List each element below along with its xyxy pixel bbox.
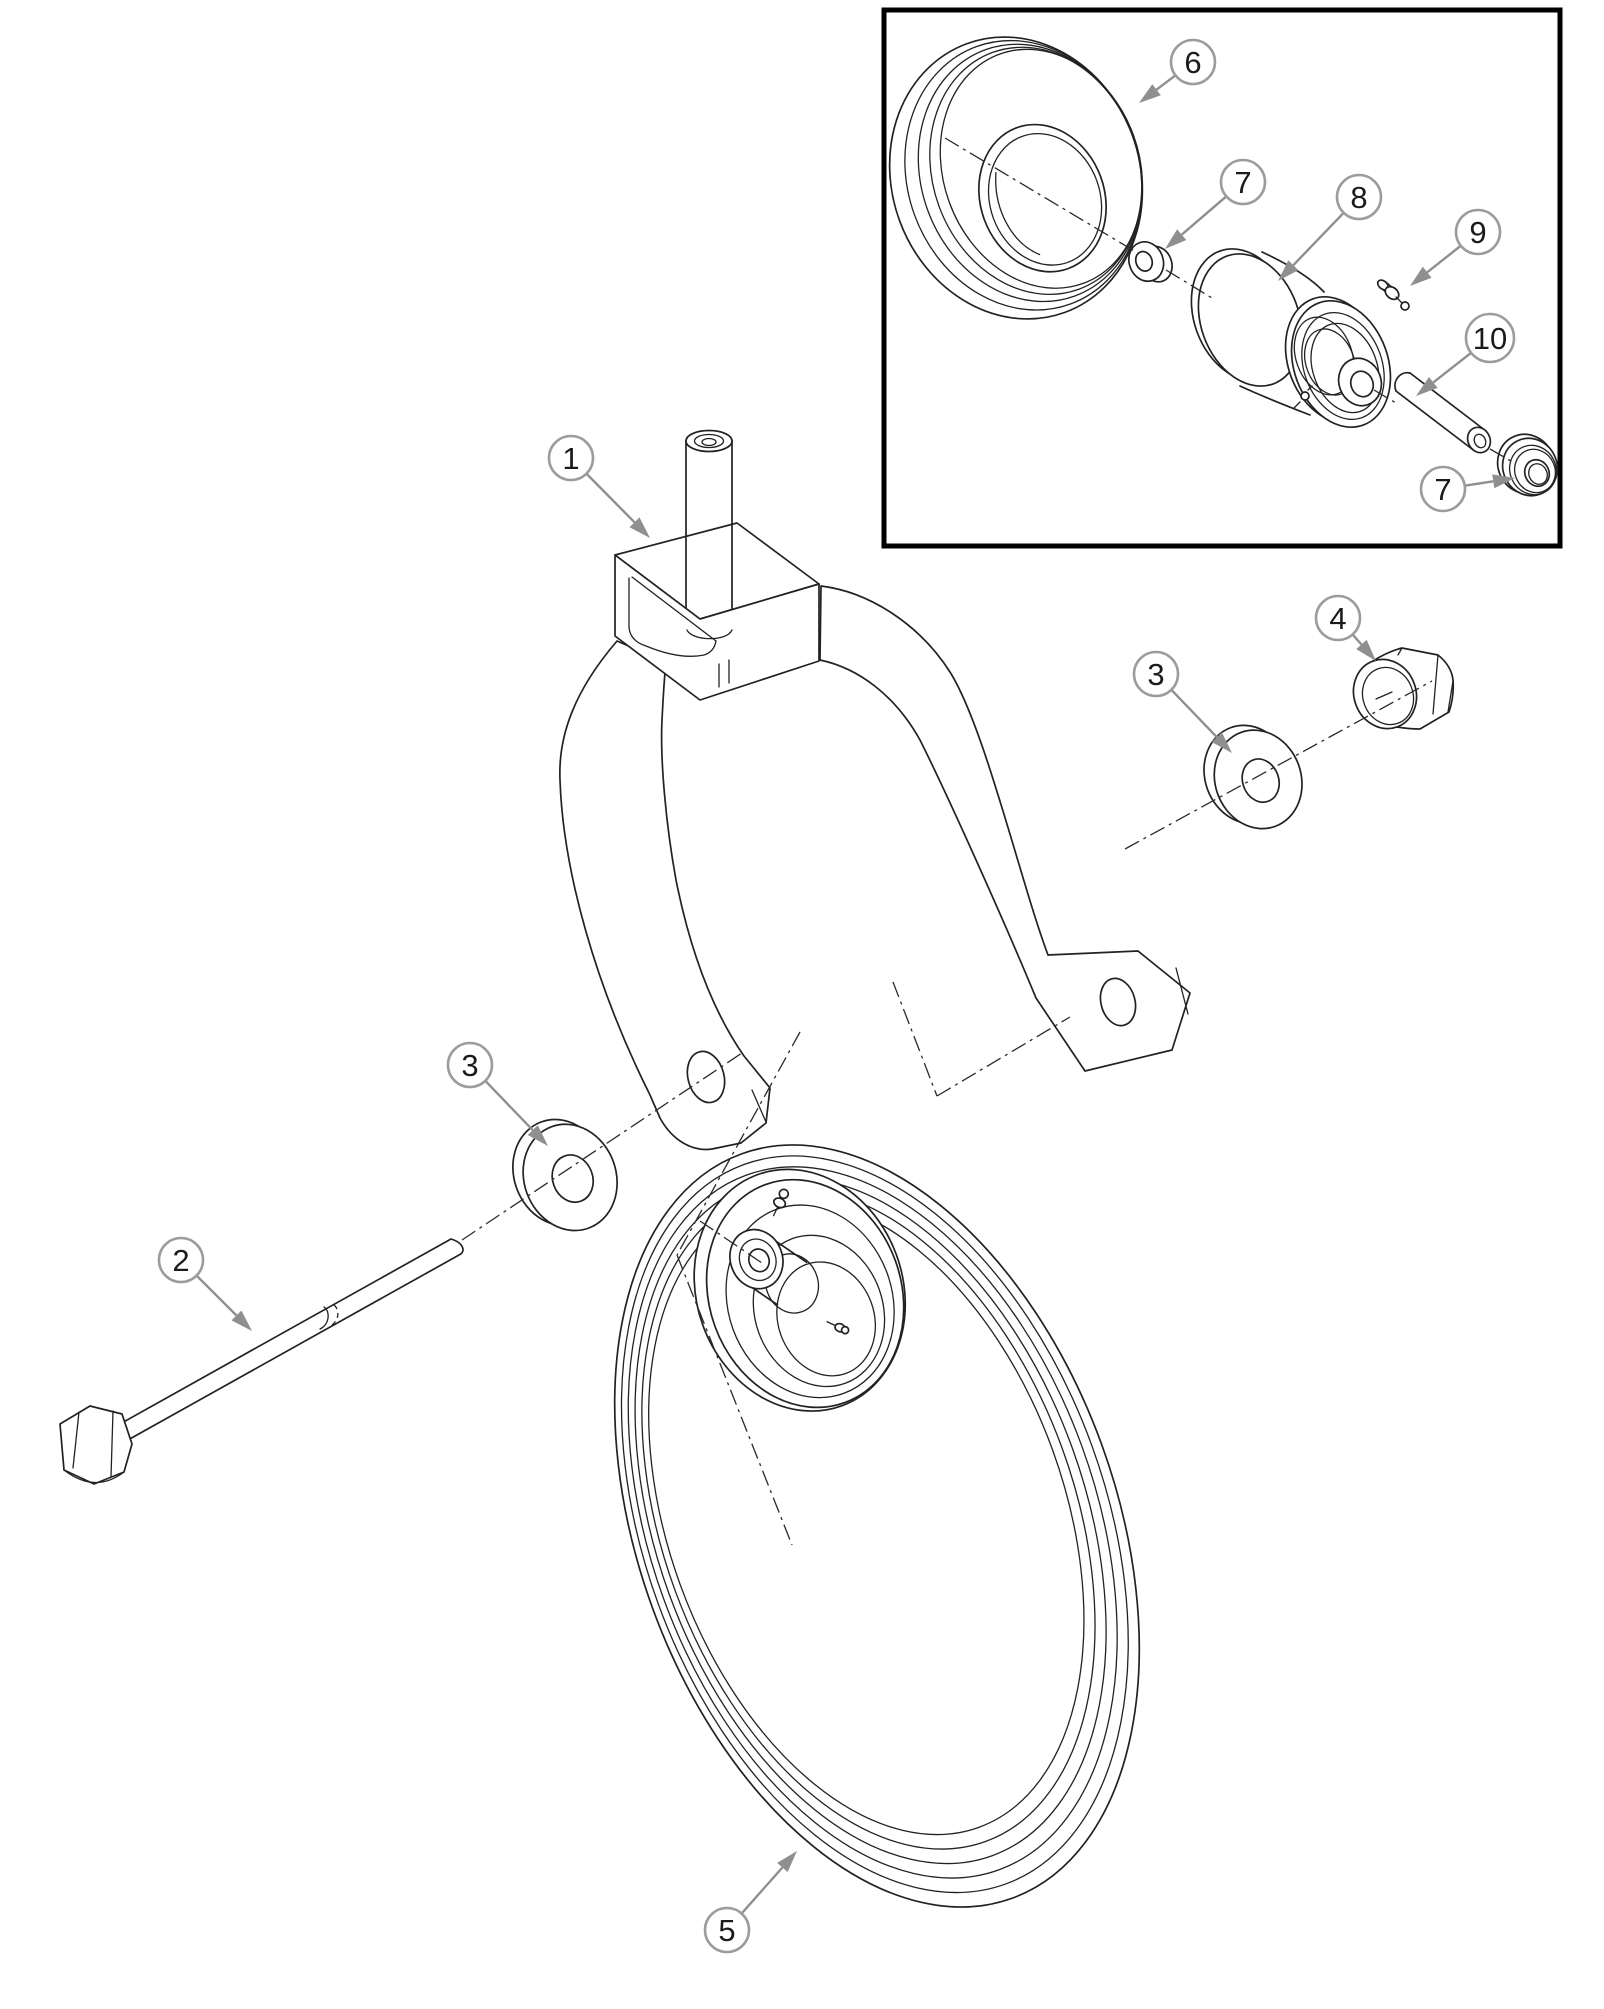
inset-bearing-left-drawing: [1127, 241, 1173, 283]
callout-7-inner-bubble: [1219, 158, 1267, 206]
callout-9-arrow: [1410, 266, 1432, 286]
callout-9-bubble: [1454, 208, 1502, 256]
wheel-guide-right: [892, 981, 1071, 1097]
callout-3-left-arrow: [527, 1125, 548, 1146]
callout-4-number: 4: [1329, 601, 1346, 636]
inset-hub-drawing: [1190, 248, 1392, 429]
callout-9: 9: [1410, 208, 1502, 286]
callout-10-bubble: [1464, 312, 1516, 364]
flat-washer-left-drawing: [512, 1118, 618, 1232]
fork-right-arm: [819, 585, 1191, 1072]
callout-2-number: 2: [172, 1243, 189, 1278]
callout-7-inner-number: 7: [1234, 165, 1251, 200]
hex-bolt-drawing: [59, 1238, 464, 1485]
callout-7-outer-number: 7: [1434, 472, 1451, 507]
inset-axis-segment: [944, 137, 1137, 253]
callout-7-inner-arrow: [1165, 229, 1187, 249]
inset-grease-fitting-drawing: [1376, 279, 1410, 311]
callout-6-bubble: [1169, 38, 1217, 86]
wheel-valve-stem: [826, 1321, 850, 1335]
bolt-head: [59, 1405, 133, 1485]
hub-inner-zerk: [1300, 391, 1310, 401]
inset-panel: [881, 7, 1563, 549]
callout-7-outer: 7: [1419, 465, 1515, 513]
callout-10: 10: [1416, 312, 1516, 396]
callout-5: 5: [703, 1851, 797, 1954]
callout-9-number: 9: [1469, 215, 1486, 250]
callout-3-right: 3: [1132, 650, 1232, 753]
bolt-shaft: [110, 1238, 464, 1446]
callout-3-left: 3: [446, 1041, 548, 1146]
callout-8: 8: [1278, 173, 1383, 281]
callout-4: 4: [1314, 594, 1376, 661]
wheel-guide-left: [676, 1031, 801, 1546]
callout-3-right-arrow: [1211, 732, 1232, 753]
callout-1-number: 1: [562, 441, 579, 476]
callout-10-number: 10: [1473, 321, 1507, 356]
axle-stub-axis: [699, 1220, 763, 1264]
callouts: 1 2 3 3 4 5 6: [157, 38, 1516, 1954]
tire-bore: [977, 123, 1107, 273]
callout-8-bubble: [1335, 173, 1383, 221]
callout-1-bubble: [547, 434, 595, 482]
callout-2: 2: [157, 1236, 252, 1331]
callout-8-arrow: [1278, 260, 1299, 281]
wheel-tire-drawing: [613, 1144, 1141, 1908]
callout-6-number: 6: [1184, 45, 1201, 80]
callout-2-arrow: [231, 1310, 252, 1331]
callout-7-outer-bubble: [1419, 465, 1467, 513]
callout-7-inner: 7: [1165, 158, 1267, 249]
callout-2-bubble: [157, 1236, 205, 1284]
callout-8-number: 8: [1350, 180, 1367, 215]
bolt-axis: [461, 1052, 743, 1241]
fork-left-arm: [559, 640, 771, 1151]
callout-4-bubble: [1314, 594, 1362, 642]
callout-5-arrow: [777, 1851, 797, 1873]
wheel-tire-outline: [613, 1144, 1141, 1908]
callout-5-number: 5: [718, 1913, 735, 1948]
callout-6: 6: [1139, 38, 1217, 103]
callout-7-outer-arrow: [1492, 474, 1515, 489]
inset-spacer-drawing: [1394, 371, 1492, 454]
callout-4-arrow: [1356, 639, 1376, 661]
fork-yoke-drawing: [559, 429, 1191, 1151]
callout-1: 1: [547, 434, 650, 538]
callout-10-arrow: [1416, 377, 1438, 396]
callout-1-arrow: [629, 517, 650, 538]
inset-tire-drawing: [888, 36, 1144, 320]
centerlines: [461, 137, 1517, 1546]
fork-bracket-front: [614, 554, 820, 701]
callout-5-bubble: [703, 1906, 751, 1954]
main-assembly: [59, 429, 1455, 1908]
callout-6-arrow: [1139, 84, 1161, 103]
fork-right-arm-hole: [1099, 977, 1137, 1027]
callout-3-right-bubble: [1132, 650, 1180, 698]
wheel-grease-fitting: [772, 1188, 790, 1217]
lock-nut-drawing: [1352, 647, 1455, 730]
callout-3-left-number: 3: [461, 1048, 478, 1083]
fork-stem: [685, 429, 733, 617]
callout-3-left-bubble: [446, 1041, 494, 1089]
nut-axis: [1124, 680, 1433, 850]
callout-3-right-number: 3: [1147, 657, 1164, 692]
